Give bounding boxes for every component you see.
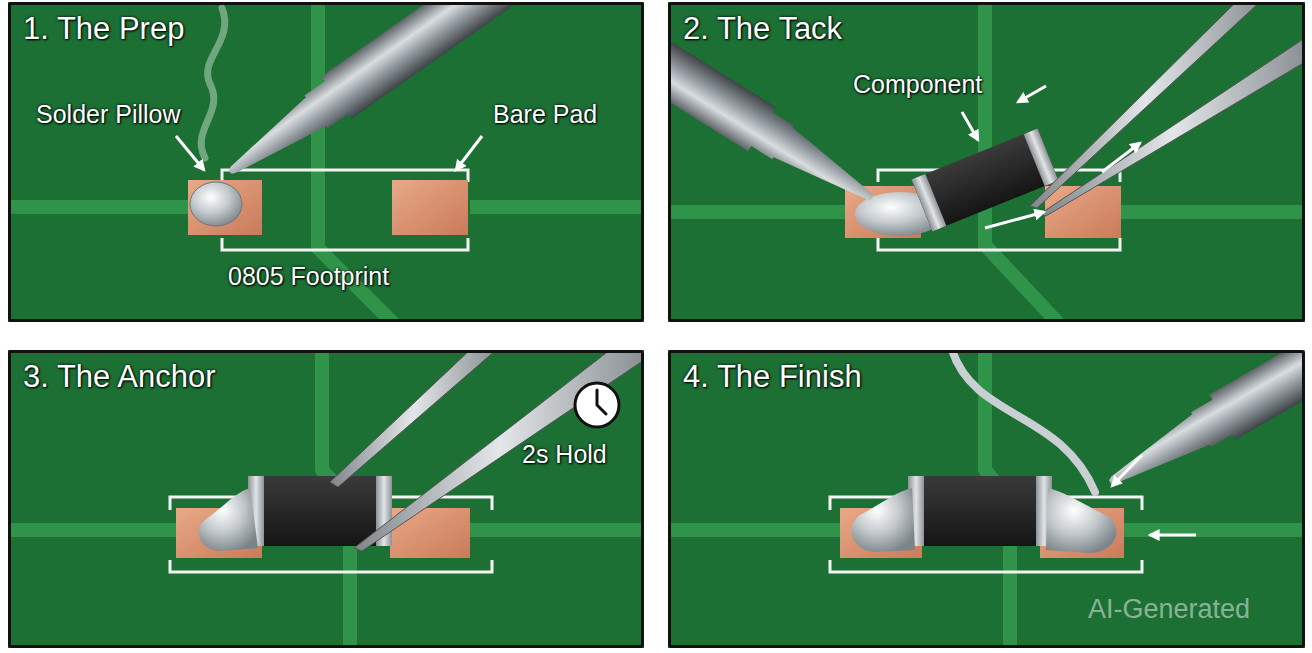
- step-heading: 2. The Tack: [683, 11, 842, 47]
- clock-icon: [575, 383, 619, 427]
- tack-scene: [668, 2, 1305, 322]
- step-panel: 3. The Anchor: [8, 350, 644, 648]
- step-heading: 1. The Prep: [23, 11, 184, 47]
- callout-label: Component: [853, 70, 982, 99]
- step-heading: 4. The Finish: [683, 359, 862, 395]
- step-heading: 3. The Anchor: [23, 359, 215, 395]
- callout-label: Bare Pad: [493, 100, 597, 129]
- finish-scene: [668, 350, 1305, 648]
- callout-label: 2s Hold: [522, 440, 607, 469]
- prep-scene: [8, 2, 644, 322]
- step-panel: 2. The Tack: [668, 2, 1305, 322]
- callout-label: Solder Pillow: [36, 100, 181, 129]
- watermark: AI-Generated: [1088, 594, 1250, 625]
- anchor-scene: [8, 350, 644, 648]
- callout-label: 0805 Footprint: [228, 262, 389, 291]
